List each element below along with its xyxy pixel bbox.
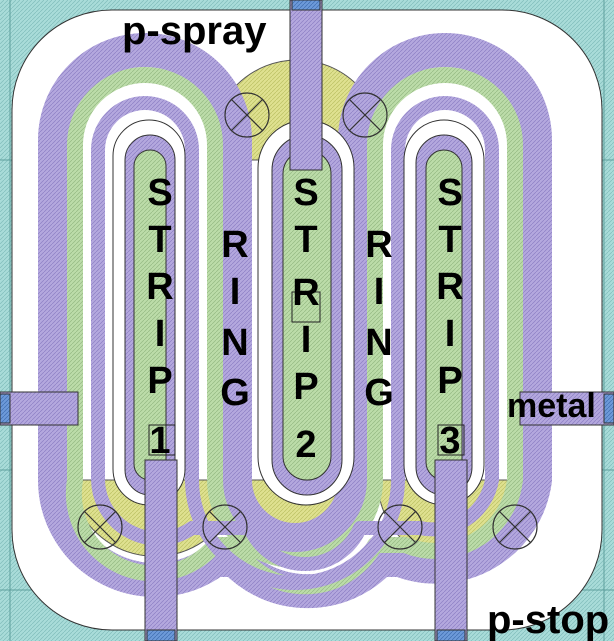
via-circles xyxy=(77,92,538,550)
ring-2-label: R I N G xyxy=(364,224,394,414)
contacts xyxy=(148,291,465,456)
strip-3-letter: P xyxy=(437,360,462,402)
strip-2-letter: 2 xyxy=(295,424,316,466)
strip-1-label: S T R I P 1 xyxy=(146,172,173,462)
strip-3-label: S T R I P 3 xyxy=(436,172,463,462)
ring-2-letter: N xyxy=(365,322,392,364)
ring-implant-green xyxy=(65,67,523,595)
ring-1-letter: N xyxy=(221,322,248,364)
strip-2-label: S T R I P 2 xyxy=(292,172,319,466)
strip-2-letter: T xyxy=(294,219,317,261)
ring-1-letter: G xyxy=(220,372,250,414)
strip-3-letter: I xyxy=(445,313,456,355)
strip-1-letter: P xyxy=(147,360,172,402)
strip-3-letter: T xyxy=(438,219,461,261)
strip-1-letter: R xyxy=(146,266,173,308)
strip-3-letter: 3 xyxy=(439,420,460,462)
strip-3-letter: R xyxy=(436,266,463,308)
ring-1-label: R I N G xyxy=(220,224,250,414)
strip-2-letter: S xyxy=(293,172,318,214)
strip-metal xyxy=(124,134,473,496)
strip-1-letter: S xyxy=(147,172,172,214)
ring-1-letter: R xyxy=(221,224,248,266)
p-stop-label: p-stop xyxy=(487,598,609,641)
strip-1-letter: I xyxy=(155,313,166,355)
strip-2-letter: I xyxy=(301,319,312,361)
p-spray-label: p-spray xyxy=(122,9,267,53)
strip-2-letter: P xyxy=(293,366,318,408)
strip-2-letter: R xyxy=(292,272,319,314)
strip-3-letter: S xyxy=(437,172,462,214)
ring-metal-inner xyxy=(91,96,499,590)
metal-label: metal xyxy=(507,387,596,425)
ring-2-letter: I xyxy=(374,271,385,313)
strip-1-letter: T xyxy=(148,219,171,261)
ring-2-letter: R xyxy=(365,224,392,266)
ring-1-letter: I xyxy=(230,271,241,313)
ring-2-letter: G xyxy=(364,372,394,414)
strip-1-letter: 1 xyxy=(149,420,170,462)
